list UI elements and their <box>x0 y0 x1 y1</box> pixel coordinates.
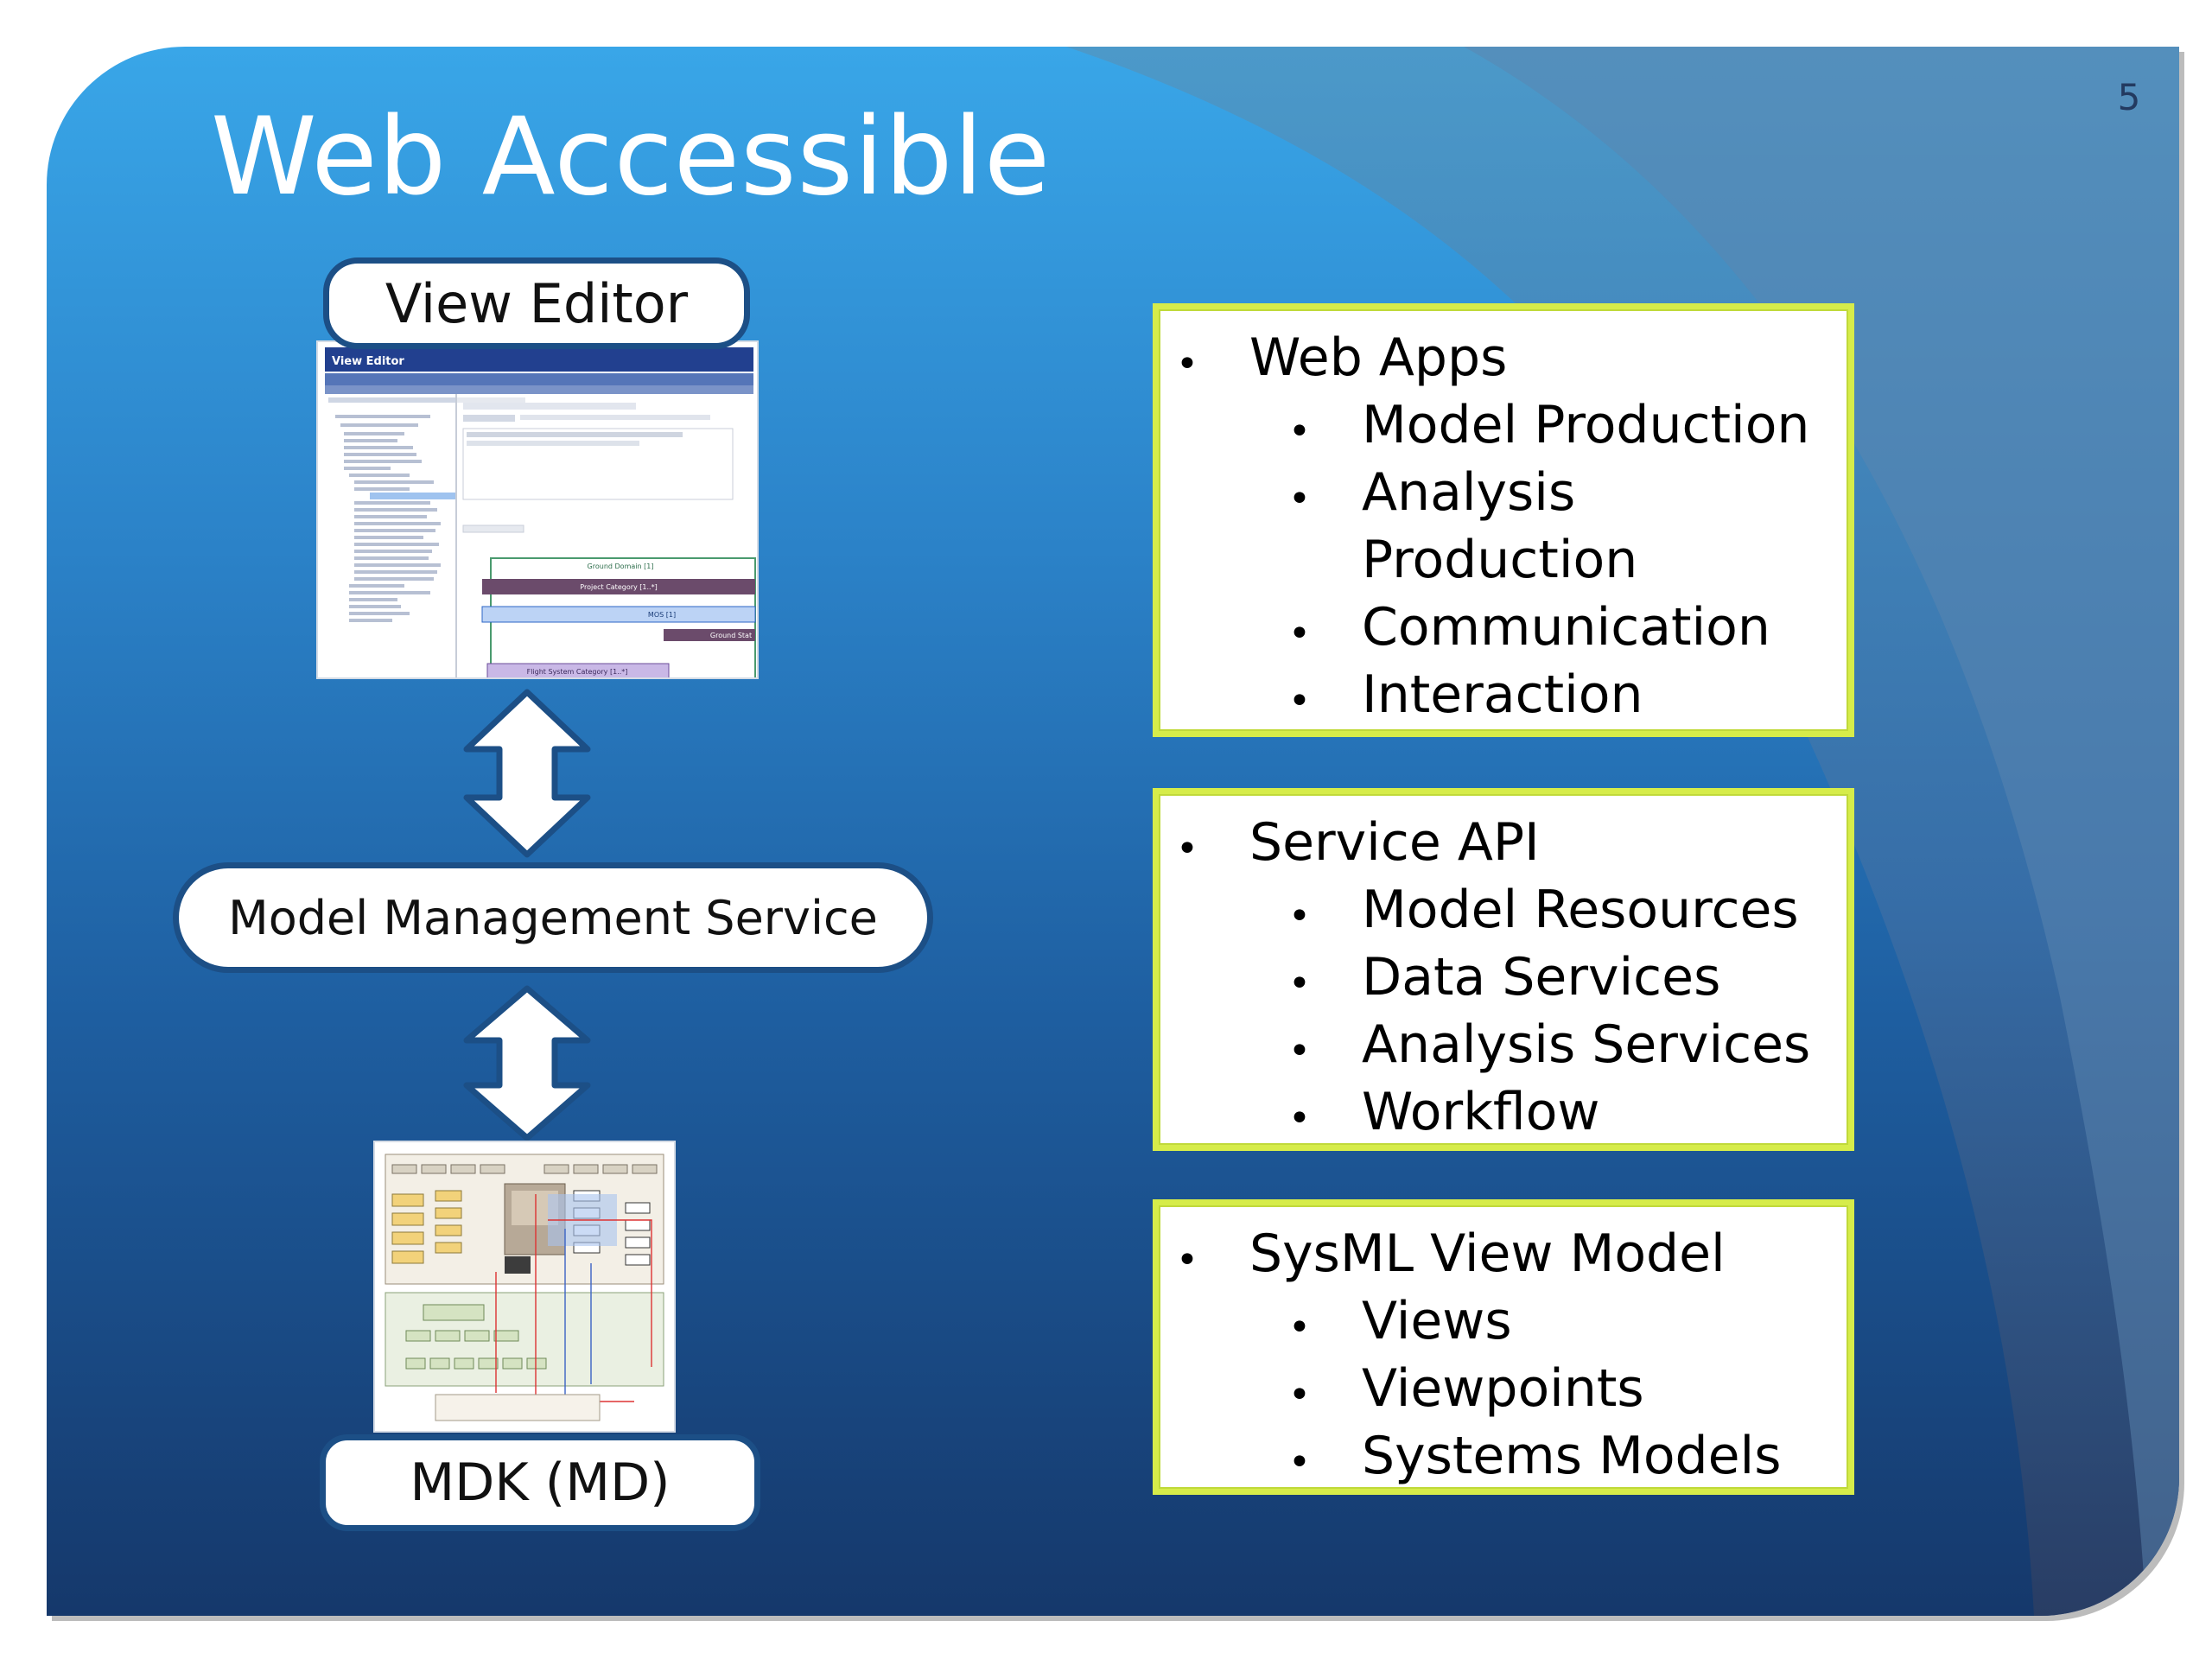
bullet: • <box>1288 410 1311 454</box>
box-heading: Service API <box>1249 812 1540 873</box>
bullet: • <box>1176 342 1198 386</box>
box-item: Communication <box>1362 597 1770 658</box>
bullet: • <box>1288 1306 1311 1350</box>
box-item: Model Production <box>1362 395 1810 455</box>
view-editor-screenshot-graphic: View Editor <box>325 347 756 677</box>
bullet: • <box>1288 612 1311 656</box>
mdk-node: MDK (MD) <box>320 1434 760 1531</box>
bullet: • <box>1288 1373 1311 1417</box>
box-item: Views <box>1362 1291 1512 1351</box>
screenshot-label: MOS [1] <box>648 611 676 619</box>
bidirectional-arrow-icon <box>463 689 591 858</box>
view-editor-node: View Editor <box>323 257 750 349</box>
bullet: • <box>1288 1440 1311 1484</box>
box-item: Analysis <box>1362 462 1576 523</box>
service-api-box: • Service API • Model Resources • Data S… <box>1153 788 1854 1151</box>
box-heading: SysML View Model <box>1249 1224 1726 1284</box>
slide-title: Web Accessible <box>211 95 1052 219</box>
box-item: Analysis Services <box>1362 1014 1811 1075</box>
bullet: • <box>1176 1238 1198 1282</box>
mdk-screenshot-graphic <box>375 1142 674 1431</box>
bullet: • <box>1288 679 1311 723</box>
box-item: Model Resources <box>1362 880 1799 940</box>
bullet: • <box>1288 1029 1311 1073</box>
screenshot-label: Ground Domain [1] <box>588 563 654 570</box>
slide-number: 5 <box>2117 76 2141 118</box>
slide-background-wave <box>1066 47 2179 1616</box>
box-item: Workflow <box>1362 1082 1600 1142</box>
bidirectional-arrow-icon <box>463 985 591 1141</box>
web-apps-box: • Web Apps • Model Production • Analysis… <box>1153 303 1854 737</box>
screenshot-header-text: View Editor <box>332 355 404 368</box>
bullet: • <box>1288 1096 1311 1141</box>
sysml-view-model-box: • SysML View Model • Views • Viewpoints … <box>1153 1199 1854 1495</box>
screenshot-label: Flight System Category [1..*] <box>527 668 628 676</box>
bullet: • <box>1288 477 1311 521</box>
box-item: Interaction <box>1362 664 1643 725</box>
box-heading: Web Apps <box>1249 327 1508 388</box>
box-item: Data Services <box>1362 947 1721 1007</box>
screenshot-label: Ground Stat <box>710 632 752 639</box>
mdk-screenshot <box>373 1141 676 1433</box>
model-management-service-node: Model Management Service <box>173 862 933 973</box>
bullet: • <box>1176 827 1198 871</box>
box-item: Production <box>1362 530 1638 590</box>
box-item: Systems Models <box>1362 1426 1782 1486</box>
screenshot-label: Project Category [1..*] <box>580 583 657 591</box>
bullet: • <box>1288 962 1311 1006</box>
bullet: • <box>1288 894 1311 938</box>
box-item: Viewpoints <box>1362 1358 1644 1419</box>
view-editor-screenshot: View Editor <box>316 340 759 679</box>
